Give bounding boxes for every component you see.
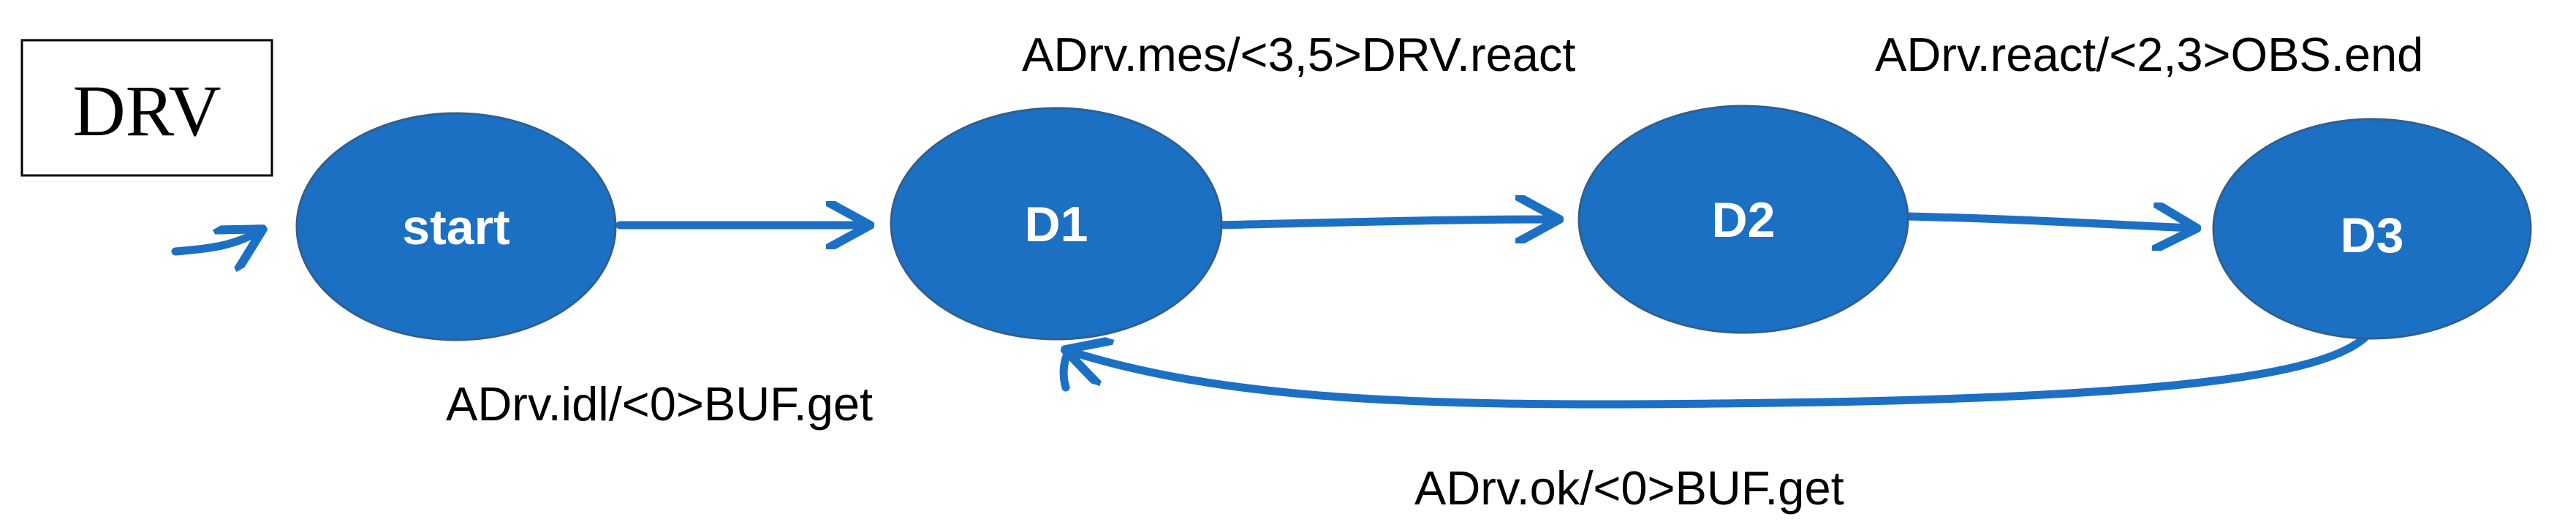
title-box	[20, 39, 273, 177]
state-d2: D2	[1577, 105, 1909, 334]
title-text: DRV	[72, 70, 221, 151]
state-d3: D3	[2212, 118, 2532, 340]
state-d3-label: D3	[2341, 208, 2404, 263]
transition-d1-d2-arrow	[1211, 219, 1556, 225]
transition-label-idl: ADrv.idl/<0>BUF.get	[446, 377, 873, 431]
transition-label-react: ADrv.react/<2,3>OBS.end	[1875, 28, 2423, 81]
state-d2-shape	[1577, 105, 1909, 334]
state-d1-label: D1	[1025, 197, 1088, 252]
transition-label-ok: ADrv.ok/<0>BUF.get	[1414, 461, 1844, 515]
state-start: start	[295, 112, 617, 341]
state-d1: D1	[890, 107, 1223, 341]
diagram-title: DRV	[20, 39, 273, 177]
initial-transition-arrow	[171, 231, 260, 251]
transition-d3-d1-arrow	[1069, 333, 2369, 409]
transition-d2-d3-arrow	[1903, 216, 2193, 228]
state-start-shape	[295, 112, 617, 341]
state-d3-shape	[2212, 118, 2532, 340]
transition-d3-d1-hook	[1059, 347, 1073, 392]
transition-label-mes: ADrv.mes/<3,5>DRV.react	[1022, 28, 1575, 81]
state-d2-label: D2	[1712, 192, 1776, 248]
state-d1-shape	[890, 107, 1223, 341]
state-start-label: start	[402, 200, 509, 255]
